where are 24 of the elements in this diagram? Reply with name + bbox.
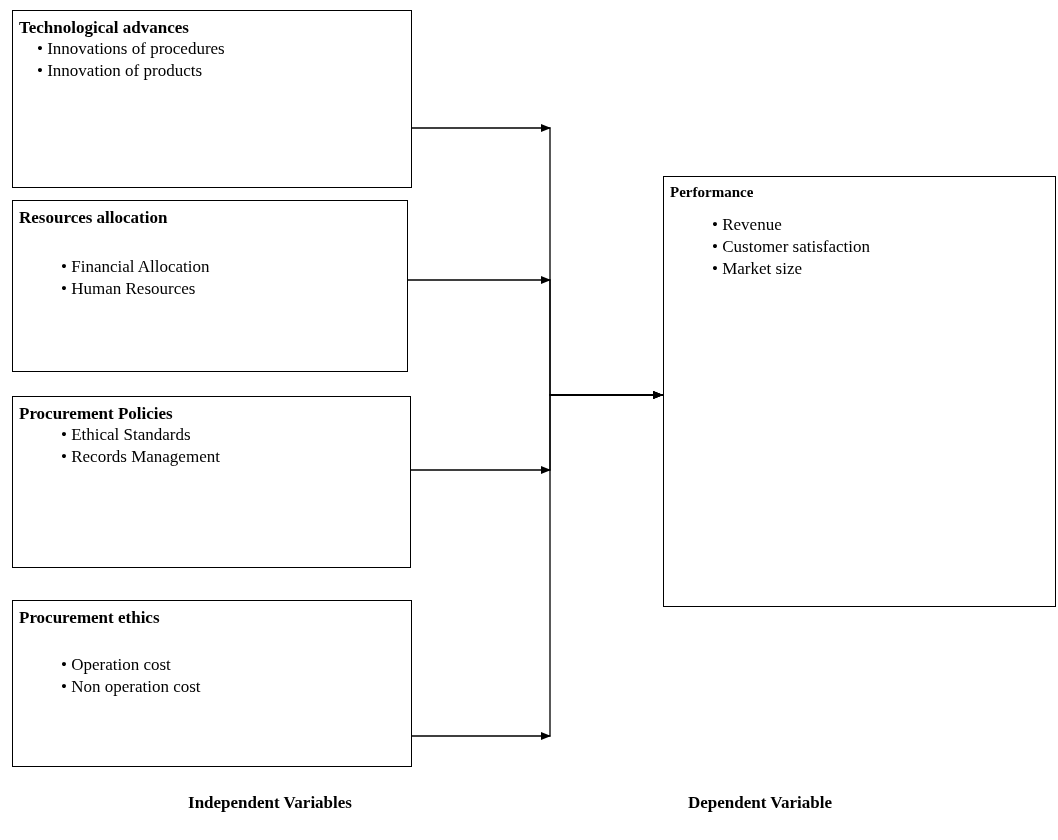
variable-box <box>12 200 408 372</box>
bullet-item: • Revenue <box>712 213 782 236</box>
variable-box <box>12 396 411 568</box>
bullet-item: • Ethical Standards <box>61 424 191 447</box>
box-heading: Procurement Policies <box>19 403 174 425</box>
variable-box <box>12 600 412 767</box>
bullet-item: • Records Management <box>61 446 220 469</box>
column-caption: Dependent Variable <box>686 792 833 814</box>
box-heading: Performance <box>670 183 755 202</box>
box-heading: Resources allocation <box>19 207 169 229</box>
arrow <box>411 391 664 740</box>
bullet-item: • Innovation of products <box>37 60 203 83</box>
bullet-item: • Customer satisfaction <box>712 235 870 258</box>
box-heading: Technological advances <box>19 17 190 39</box>
bullet-item: • Non operation cost <box>61 676 201 699</box>
bullet-item: • Operation cost <box>61 654 171 677</box>
bullet-item: • Market size <box>712 257 802 280</box>
bullet-item: • Financial Allocation <box>61 256 210 279</box>
box-heading: Procurement ethics <box>19 607 161 629</box>
bullet-item: • Innovations of procedures <box>37 38 225 61</box>
column-caption: Independent Variables <box>187 792 353 814</box>
variable-box <box>12 10 412 188</box>
bullet-item: • Human Resources <box>61 278 196 301</box>
variable-box <box>663 176 1056 607</box>
